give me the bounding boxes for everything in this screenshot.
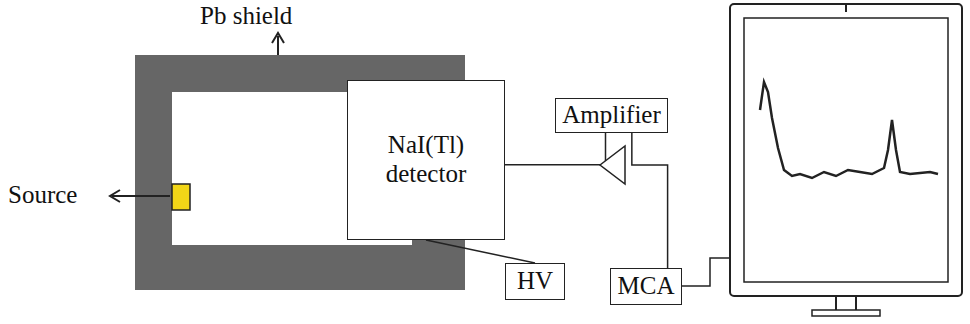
leader-line xyxy=(277,36,279,55)
component-box: HV xyxy=(505,263,565,300)
component-label: HV xyxy=(517,267,553,296)
monitor-screen xyxy=(744,18,948,282)
component-label: MCA xyxy=(618,272,675,301)
component-label: Amplifier xyxy=(562,101,661,130)
component-box: Amplifier xyxy=(555,98,668,133)
signal-wire xyxy=(426,240,535,263)
part-label: Pb shield xyxy=(200,2,292,30)
signal-wire xyxy=(505,133,606,165)
amplifier-symbol xyxy=(600,146,625,184)
leader-line xyxy=(112,195,170,197)
component-box: MCA xyxy=(610,268,682,305)
monitor-base xyxy=(812,310,880,316)
component-label: NaI(Tl) detector xyxy=(371,131,481,189)
spectrum-trace xyxy=(760,82,938,178)
arrow-head xyxy=(110,190,120,202)
component-box: NaI(Tl) detector xyxy=(347,80,505,240)
radioactive-source xyxy=(172,184,190,210)
signal-wire xyxy=(632,133,668,268)
part-label: Source xyxy=(8,181,77,209)
signal-wire xyxy=(680,258,730,286)
monitor-frame xyxy=(730,4,962,296)
monitor-camera xyxy=(845,4,847,12)
arrow-head xyxy=(272,33,284,43)
